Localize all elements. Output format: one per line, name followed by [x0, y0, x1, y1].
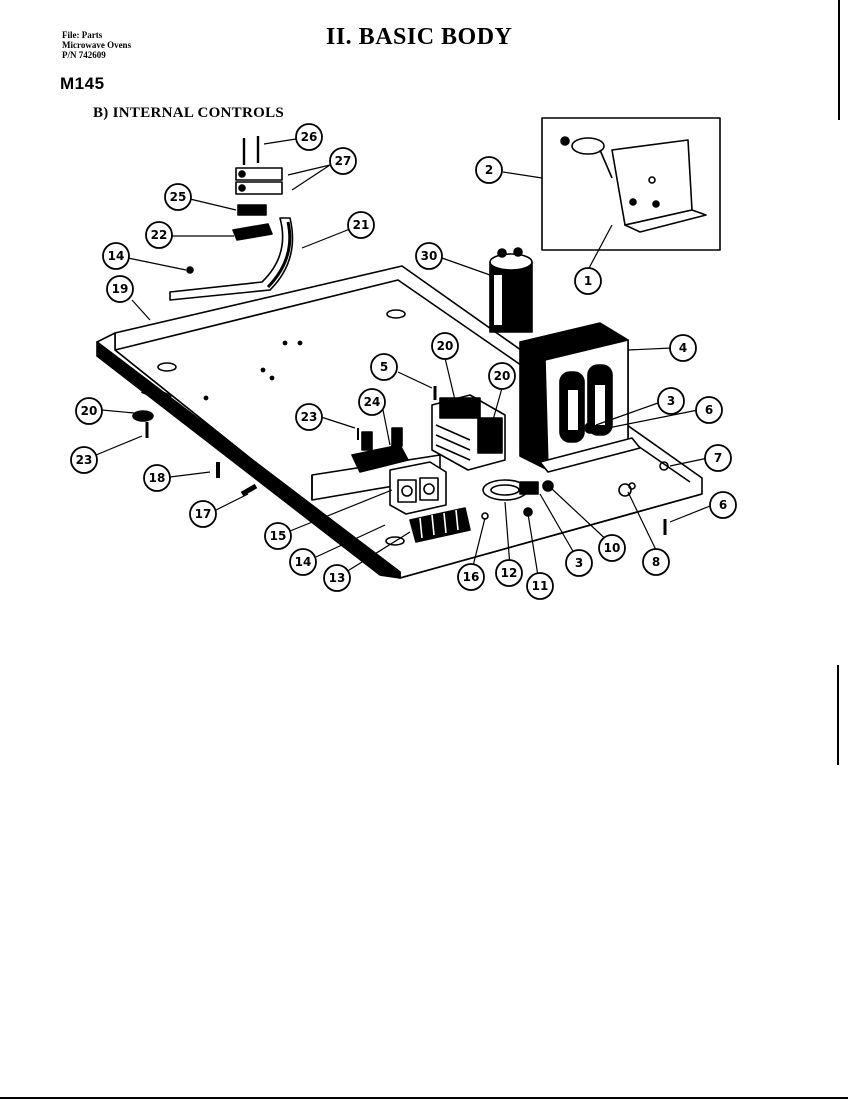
- callout-5: 5: [370, 353, 398, 381]
- svg-text:1: 1: [584, 274, 592, 288]
- high-voltage-transformer: [519, 322, 641, 473]
- callout-23: 23: [70, 446, 98, 474]
- svg-text:17: 17: [195, 507, 212, 521]
- callout-22: 22: [145, 221, 173, 249]
- capacitor: [489, 247, 533, 333]
- callout-30: 30: [415, 242, 443, 270]
- svg-text:5: 5: [380, 360, 388, 374]
- callout-3: 3: [565, 549, 593, 577]
- svg-text:23: 23: [76, 453, 93, 467]
- svg-text:20: 20: [81, 404, 98, 418]
- svg-text:23: 23: [301, 410, 318, 424]
- callout-27: 27: [329, 147, 357, 175]
- section-subtitle: B) INTERNAL CONTROLS: [93, 105, 285, 121]
- callout-25: 25: [164, 183, 192, 211]
- callout-leaders: [95, 138, 711, 583]
- fuse-holder: [482, 479, 554, 517]
- callout-12: 12: [495, 559, 523, 587]
- svg-text:3: 3: [575, 556, 583, 570]
- callout-18: 18: [143, 464, 171, 492]
- callout-20: 20: [488, 362, 516, 390]
- svg-text:22: 22: [151, 228, 168, 242]
- callout-14: 14: [102, 242, 130, 270]
- svg-text:16: 16: [463, 570, 480, 584]
- svg-text:10: 10: [604, 541, 621, 555]
- svg-text:13: 13: [329, 571, 346, 585]
- right-edge-mark: [838, 0, 840, 120]
- callout-23: 23: [295, 403, 323, 431]
- callout-16: 16: [457, 563, 485, 591]
- category-line: Microwave Ovens: [62, 40, 132, 50]
- callout-3: 3: [657, 387, 685, 415]
- svg-text:2: 2: [485, 163, 493, 177]
- callout-9: 9: [652, 555, 660, 569]
- callout-11: 11: [526, 572, 554, 600]
- file-line: File: Parts: [62, 30, 103, 40]
- page-title: II. BASIC BODY: [326, 24, 513, 50]
- terminal-block: [409, 507, 471, 543]
- document-header: File: Parts Microwave Ovens P/N 742609: [62, 30, 131, 60]
- callout-24: 24: [358, 388, 386, 416]
- svg-text:20: 20: [437, 339, 454, 353]
- svg-text:7: 7: [714, 451, 722, 465]
- heat-sink: [431, 394, 506, 471]
- callout-14: 14: [289, 548, 317, 576]
- callout-10: 10: [598, 534, 626, 562]
- svg-text:8: 8: [652, 555, 660, 569]
- svg-text:3: 3: [667, 394, 675, 408]
- part-number-line: P/N 742609: [62, 50, 106, 60]
- callout-15: 15: [264, 522, 292, 550]
- svg-text:14: 14: [295, 555, 312, 569]
- ground-clip: [618, 482, 636, 497]
- svg-text:24: 24: [364, 395, 381, 409]
- door-sensor-inset: [541, 117, 721, 251]
- loose-screws: [132, 266, 669, 535]
- relay-block: [351, 427, 409, 473]
- svg-text:27: 27: [335, 154, 352, 168]
- svg-text:6: 6: [705, 403, 713, 417]
- svg-text:12: 12: [501, 566, 518, 580]
- svg-text:25: 25: [170, 190, 187, 204]
- svg-text:15: 15: [270, 529, 287, 543]
- interlock-switches: [235, 136, 283, 216]
- callout-8: 8: [642, 548, 670, 576]
- svg-text:4: 4: [679, 341, 687, 355]
- callout-19: 19: [106, 275, 134, 303]
- callout-13: 13: [323, 564, 351, 592]
- model-number: M145: [60, 74, 105, 93]
- callout-1: 1: [574, 267, 602, 295]
- right-edge-mark-lower: [837, 665, 839, 765]
- callout-20: 20: [431, 332, 459, 360]
- callout-6: 6: [709, 491, 737, 519]
- bottom-edge-mark: [0, 1097, 848, 1099]
- svg-text:14: 14: [108, 249, 125, 263]
- callout-20: 20: [75, 397, 103, 425]
- callout-21: 21: [347, 211, 375, 239]
- svg-text:18: 18: [149, 471, 166, 485]
- svg-text:6: 6: [719, 498, 727, 512]
- svg-text:30: 30: [421, 249, 438, 263]
- callout-7: 7: [704, 444, 732, 472]
- callout-17: 17: [189, 500, 217, 528]
- shroud-bracket: [169, 217, 294, 301]
- callout-2: 2: [475, 156, 503, 184]
- svg-text:26: 26: [301, 130, 318, 144]
- svg-text:20: 20: [494, 369, 511, 383]
- low-voltage-transformer: [389, 461, 447, 515]
- callout-6: 6: [695, 396, 723, 424]
- callout-4: 4: [669, 334, 697, 362]
- callout-26: 26: [295, 123, 323, 151]
- svg-text:11: 11: [532, 579, 549, 593]
- callout-labels: 26 27 25 21 22 14 19 30 2 1 4 20 20 5 3 …: [70, 123, 737, 600]
- svg-text:21: 21: [353, 218, 370, 232]
- svg-text:19: 19: [112, 282, 129, 296]
